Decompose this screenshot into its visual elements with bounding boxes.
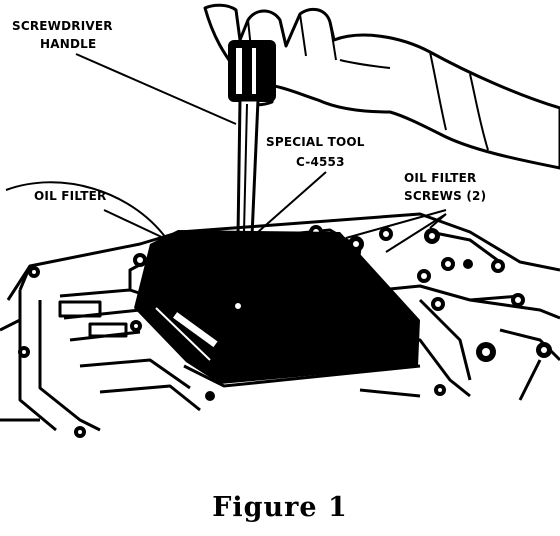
figure-caption: Figure 1: [212, 492, 348, 523]
label-oil-filter-screws-line1: OIL FILTER: [404, 171, 476, 185]
contour-curve: [5, 181, 167, 239]
label-screwdriver-line2: HANDLE: [40, 37, 96, 51]
leader-oil-filter-screws-b: [385, 213, 447, 253]
leader-oil-filter-screws-a: [345, 209, 447, 239]
hand-illustration: [203, 3, 560, 170]
leader-oil-filter-screws-c: [429, 213, 447, 229]
label-special-tool-line1: SPECIAL TOOL: [266, 135, 365, 149]
screwdriver-handle: [228, 40, 276, 102]
label-screwdriver-line1: SCREWDRIVER: [12, 19, 113, 33]
leader-oil-filter: [103, 209, 169, 241]
valve-body: [0, 212, 560, 432]
label-oil-filter: OIL FILTER: [34, 189, 106, 203]
leader-lines: [5, 53, 447, 253]
special-tool-shaft: [236, 98, 260, 238]
leader-screwdriver-handle: [75, 53, 237, 125]
callout-labels: SCREWDRIVER HANDLE SPECIAL TOOL C-4553 O…: [12, 19, 486, 203]
leader-special-tool: [257, 171, 327, 233]
label-oil-filter-screws-line2: SCREWS (2): [404, 189, 486, 203]
label-special-tool-line2: C-4553: [296, 155, 345, 169]
oil-filter: [134, 230, 421, 388]
